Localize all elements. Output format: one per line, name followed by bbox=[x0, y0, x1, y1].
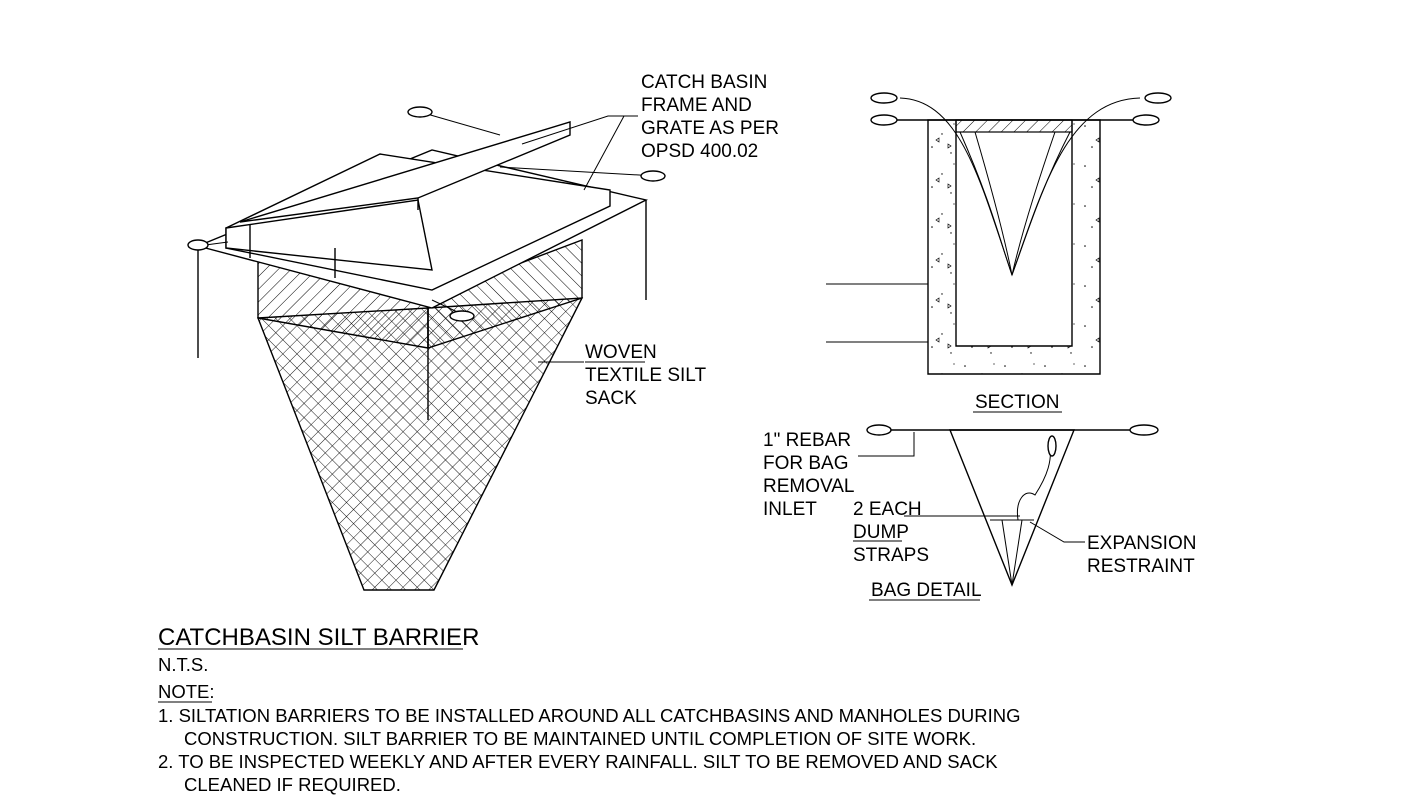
note-line-2: CONSTRUCTION. SILT BARRIER TO BE MAINTAI… bbox=[184, 728, 976, 749]
title-block: CATCHBASIN SILT BARRIER N.T.S. NOTE: 1. … bbox=[158, 624, 1021, 795]
straps-label: 2 EACH DUMP STRAPS bbox=[853, 499, 929, 566]
note-line-4: CLEANED IF REQUIRED. bbox=[184, 774, 401, 795]
note-line-3: 2. TO BE INSPECTED WEEKLY AND AFTER EVER… bbox=[158, 751, 998, 772]
restraint-label: EXPANSION RESTRAINT bbox=[1087, 533, 1202, 577]
sack-label: WOVEN TEXTILE SILT SACK bbox=[585, 342, 711, 409]
grate-label: CATCH BASIN FRAME AND GRATE AS PER OPSD … bbox=[641, 72, 784, 162]
scale-label: N.T.S. bbox=[158, 654, 208, 675]
bag-detail-title: BAG DETAIL bbox=[871, 580, 982, 601]
section-view: SECTION bbox=[826, 92, 1172, 413]
drawing-title: CATCHBASIN SILT BARRIER bbox=[158, 624, 479, 651]
isometric-view: CATCH BASIN FRAME AND GRATE AS PER OPSD … bbox=[187, 72, 784, 591]
note-line-1: 1. SILTATION BARRIERS TO BE INSTALLED AR… bbox=[158, 705, 1021, 726]
section-title: SECTION bbox=[975, 392, 1059, 413]
concrete-walls bbox=[927, 119, 1101, 375]
rebar-label: 1" REBAR FOR BAG REMOVAL INLET bbox=[763, 430, 859, 520]
note-heading: NOTE: bbox=[158, 681, 215, 702]
bag-detail-view: 1" REBAR FOR BAG REMOVAL INLET 2 EACH DU… bbox=[763, 424, 1202, 601]
